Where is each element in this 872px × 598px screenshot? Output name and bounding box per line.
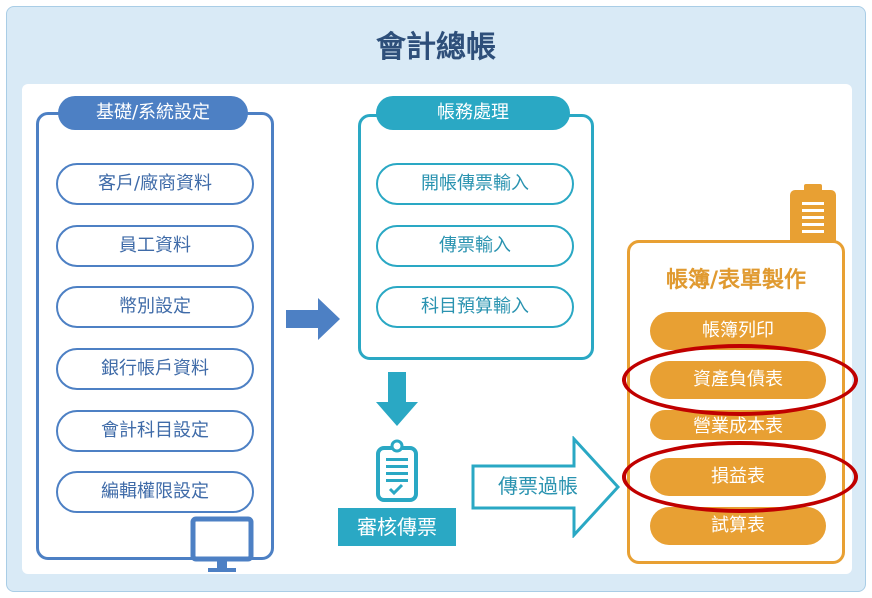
clipboard-icon (376, 439, 418, 502)
document-icon (790, 184, 836, 246)
highlight-ellipse (622, 344, 858, 416)
monitor-icon (190, 516, 254, 572)
accounting-item[interactable]: 傳票輸入 (376, 225, 574, 267)
posting-label[interactable]: 傳票過帳 (498, 474, 578, 498)
review-voucher-button[interactable]: 審核傳票 (338, 508, 456, 546)
setup-item[interactable]: 員工資料 (56, 225, 254, 267)
accounting-header: 帳務處理 (376, 96, 570, 130)
highlight-ellipse (622, 441, 858, 513)
report-item[interactable]: 試算表 (650, 507, 826, 545)
reports-header: 帳簿/表單製作 (665, 268, 807, 293)
setup-item[interactable]: 銀行帳戶資料 (56, 348, 254, 390)
arrow-right-icon (286, 298, 340, 340)
posting-arrow (471, 436, 621, 538)
page-title: 會計總帳 (376, 30, 496, 65)
setup-item[interactable]: 編輯權限設定 (56, 471, 254, 513)
setup-item[interactable]: 會計科目設定 (56, 410, 254, 452)
accounting-item[interactable]: 開帳傳票輸入 (376, 163, 574, 205)
setup-item[interactable]: 客戶/廠商資料 (56, 163, 254, 205)
accounting-item[interactable]: 科目預算輸入 (376, 286, 574, 328)
arrow-down-icon (376, 372, 418, 426)
setup-item[interactable]: 幣別設定 (56, 286, 254, 328)
setup-header: 基礎/系統設定 (58, 96, 248, 130)
